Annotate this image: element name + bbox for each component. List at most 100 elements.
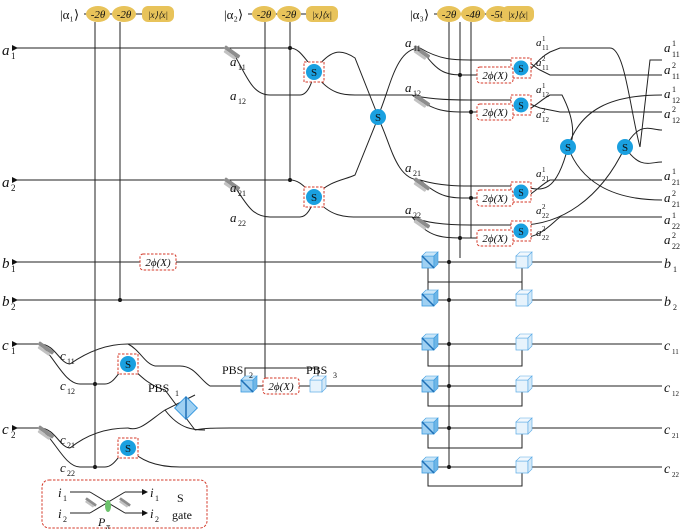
svg-text:c: c: [664, 381, 671, 396]
svg-text:12: 12: [413, 89, 421, 98]
bead-label: -4θ: [466, 9, 481, 21]
svg-text:1: 1: [542, 166, 546, 174]
svg-text:22: 22: [67, 469, 75, 478]
input-a1: a: [2, 43, 10, 59]
svg-text:S: S: [375, 112, 381, 124]
svg-text:21: 21: [672, 432, 680, 440]
svg-text:2: 2: [672, 231, 676, 240]
svg-text:c: c: [60, 378, 66, 393]
s-gate: S: [560, 139, 576, 155]
bead-label: -2θ: [282, 9, 297, 21]
svg-text:12: 12: [672, 390, 680, 398]
bead-label: -2θ: [117, 9, 132, 21]
svg-text:a: a: [664, 232, 671, 247]
svg-text:22: 22: [542, 234, 550, 242]
svg-text:11: 11: [238, 63, 246, 72]
svg-text:2: 2: [672, 61, 676, 70]
svg-text:1: 1: [672, 167, 676, 176]
s-gate: S: [370, 109, 386, 125]
svg-text:b: b: [664, 257, 671, 272]
svg-text:c: c: [664, 462, 671, 477]
bead-label: -2θ: [91, 9, 106, 21]
input-b2: b: [2, 294, 10, 310]
svg-text:21: 21: [238, 189, 246, 198]
svg-text:2ϕ(X): 2ϕ(X): [482, 107, 508, 119]
svg-text:a: a: [536, 205, 542, 217]
svg-text:11: 11: [672, 72, 680, 81]
svg-text:a: a: [536, 109, 542, 121]
svg-text:b: b: [664, 295, 671, 310]
c-rail-wires: [12, 341, 662, 468]
svg-text:11: 11: [542, 64, 549, 72]
svg-text:i: i: [150, 485, 154, 500]
phase-box: 2ϕ(X): [476, 189, 514, 207]
svg-text:a: a: [664, 168, 671, 183]
projector-box: [306, 6, 338, 22]
svg-text:a: a: [664, 40, 671, 55]
projector-label: |x⟩⟨x|: [148, 10, 168, 20]
svg-text:2ϕ(X): 2ϕ(X): [268, 381, 294, 393]
pbs-cubes: [173, 251, 533, 474]
bead-label: -2θ: [257, 9, 272, 21]
svg-text:2ϕ(X): 2ϕ(X): [482, 233, 508, 245]
phase-box: 2ϕ(X): [476, 66, 514, 84]
svg-text:2: 2: [672, 105, 676, 114]
svg-text:3: 3: [333, 371, 337, 380]
s-gate: S: [303, 61, 325, 83]
svg-text:22: 22: [672, 222, 680, 231]
svg-text:S: S: [518, 64, 524, 75]
svg-text:12: 12: [238, 97, 246, 106]
phase-box: 2ϕ(X): [476, 229, 514, 247]
svg-text:c: c: [664, 423, 671, 438]
svg-text:c: c: [60, 348, 66, 363]
s-gate: S: [117, 437, 139, 459]
b-rail-wires: [12, 259, 662, 303]
svg-text:1: 1: [11, 264, 16, 274]
s-gate: S: [510, 181, 532, 203]
svg-text:22: 22: [672, 242, 680, 251]
svg-text:22: 22: [238, 219, 246, 228]
svg-text:c: c: [60, 432, 66, 447]
phase-bead: [437, 6, 461, 22]
svg-text:11: 11: [672, 348, 679, 356]
phase-bead: [461, 6, 485, 22]
svg-text:12: 12: [672, 96, 680, 105]
svg-text:S: S: [125, 443, 131, 455]
svg-text:c: c: [60, 460, 66, 475]
projector-box: [502, 6, 534, 22]
svg-text:a: a: [405, 35, 412, 50]
svg-text:2ϕ(X): 2ϕ(X): [482, 193, 508, 205]
phase-boxes: 2ϕ(X) 2ϕ(X) 2ϕ(X) 2ϕ(X) 2ϕ(X) 2ϕ(X): [139, 66, 514, 395]
input-c1: c: [2, 338, 9, 354]
svg-text:S: S: [125, 359, 131, 371]
projector-label: |x⟩⟨x|: [508, 10, 528, 20]
svg-text:a: a: [405, 202, 412, 217]
svg-text:2: 2: [11, 302, 16, 312]
svg-text:2: 2: [542, 55, 546, 63]
phase-bead: [252, 6, 276, 22]
pbs1-label: PBS: [148, 381, 169, 395]
input-c2: c: [2, 422, 9, 438]
svg-text:2: 2: [249, 371, 253, 380]
projector-label: |x⟩⟨x|: [312, 10, 332, 20]
s-gate: S: [510, 94, 532, 116]
svg-text:a: a: [664, 190, 671, 205]
svg-text:1: 1: [63, 494, 67, 503]
svg-text:1: 1: [672, 39, 676, 48]
svg-text:2: 2: [11, 430, 16, 440]
svg-text:a: a: [536, 84, 542, 96]
input-labels: a 1 a 2 b 1 b 2 c 1 c 2: [2, 43, 16, 440]
svg-text:a: a: [230, 88, 237, 103]
svg-text:12: 12: [672, 116, 680, 125]
svg-text:S: S: [518, 188, 524, 199]
svg-text:11: 11: [672, 50, 680, 59]
svg-text:2: 2: [542, 107, 546, 115]
phase-box: 2ϕ(X): [139, 253, 177, 271]
svg-text:21: 21: [672, 200, 680, 209]
pbs-loops: [427, 262, 523, 487]
svg-text:12: 12: [542, 91, 550, 99]
input-b1: b: [2, 256, 10, 272]
